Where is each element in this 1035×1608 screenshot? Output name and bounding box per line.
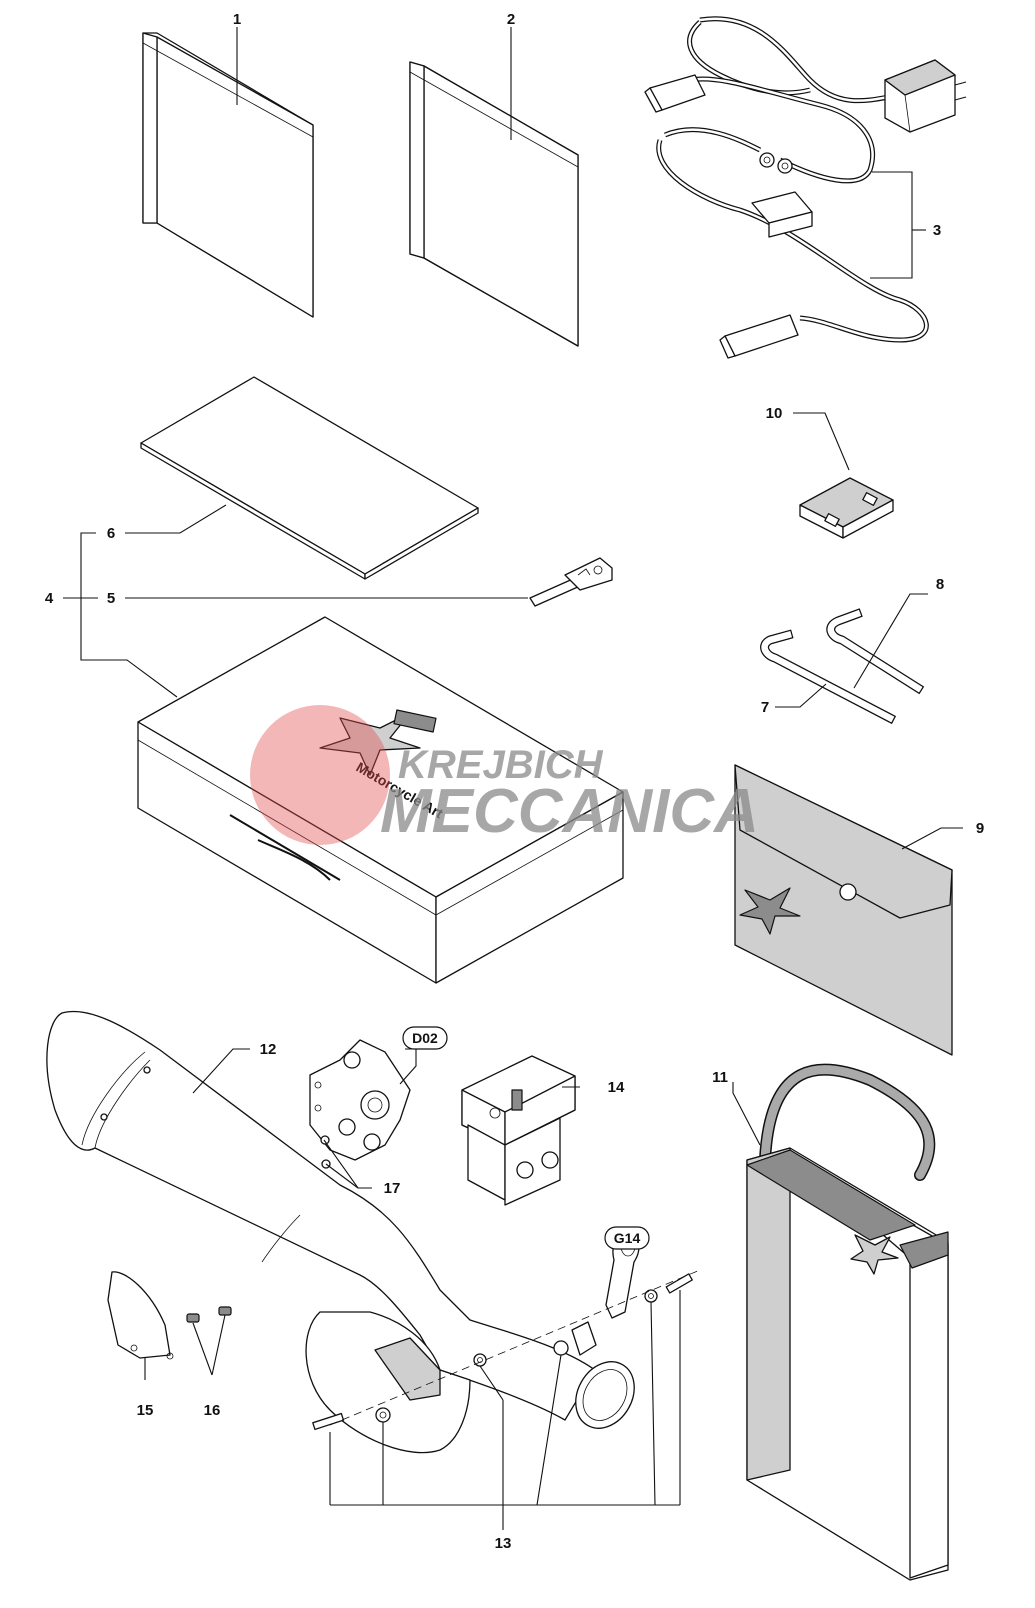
storage-box-4: Motorcycle Art [137,616,624,984]
hex-key-7 [760,629,897,725]
carry-bag-11 [746,1063,949,1581]
watermark-line1: KREJBICH [398,743,604,787]
screws-16 [186,1306,232,1323]
watermark-line2: MECCANICA [380,777,759,846]
hex-key-8 [826,608,925,695]
watermark-logo: KREJBICH MECCANICA [250,705,759,846]
label-part-12: 12 [260,1041,277,1058]
reference-d02: D02 [402,1026,448,1050]
protective-sheet-6 [140,376,479,580]
label-part-17: 17 [384,1180,401,1197]
label-part-5: 5 [107,590,115,607]
manual-booklet-2 [409,61,579,347]
label-part-9: 9 [976,820,984,837]
reference-g14-text: G14 [614,1230,641,1246]
label-part-11: 11 [712,1069,728,1086]
label-part-13: 13 [495,1535,512,1552]
reference-d02-text: D02 [412,1030,438,1046]
leader-lines [63,27,963,1530]
key-5 [529,557,613,607]
reference-g14: G14 [604,1226,650,1250]
fuse-puller-clip-10 [799,477,894,539]
label-part-10: 10 [766,405,783,422]
label-part-1: 1 [233,11,241,28]
label-part-14: 14 [608,1079,625,1096]
label-part-16: 16 [204,1402,221,1419]
label-part-2: 2 [507,11,515,28]
label-part-3: 3 [933,222,941,239]
label-part-4: 4 [45,590,54,607]
document-envelope-9 [734,764,953,1056]
label-part-15: 15 [137,1402,154,1419]
exhaust-bracket-17 [309,1039,411,1169]
battery-charger-3 [644,16,967,359]
manual-booklet-1 [142,32,314,318]
label-part-7: 7 [761,699,769,716]
part-labels: 1 2 3 4 5 6 7 8 9 10 11 12 13 14 15 16 1… [45,11,984,1552]
ecu-module-14 [461,1055,576,1206]
heat-shield-15 [107,1271,174,1360]
label-part-6: 6 [107,525,115,542]
label-part-8: 8 [936,576,944,593]
